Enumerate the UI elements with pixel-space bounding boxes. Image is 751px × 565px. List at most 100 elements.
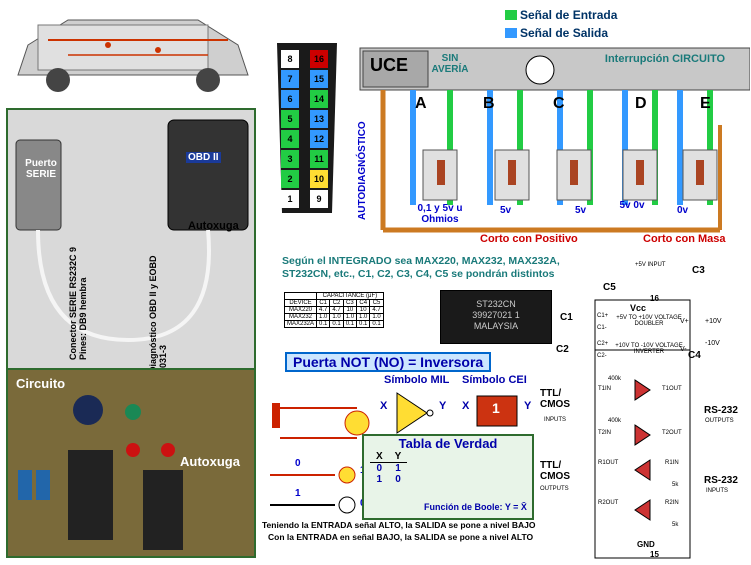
cap-cell: MAX232A — [283, 320, 318, 328]
val-a: 0,1 y 5v u Ohmios — [417, 203, 463, 225]
obd-label: OBD II — [186, 152, 221, 163]
switch-zero: 0 — [295, 458, 301, 469]
puerto-serie-label: Puerto SERIE — [25, 158, 57, 180]
t2in-label: T2IN — [598, 430, 612, 436]
ttl-out-label: TTL/ CMOS — [540, 460, 570, 482]
pcb-illustration — [8, 370, 254, 556]
t1in-label: T1IN — [598, 386, 612, 392]
cei-label: Símbolo CEI — [462, 374, 527, 386]
r2out-label: R2OUT — [598, 500, 619, 506]
truth-cell: 0 — [376, 463, 383, 474]
pcb-photo: Circuito Autoxuga — [6, 368, 256, 558]
cap-cell: 10 — [356, 306, 371, 314]
t1out-label: T1OUT — [662, 386, 682, 392]
obd-pin-11: 11 — [310, 150, 328, 168]
not-symbols: X Y X 1 Y — [262, 378, 552, 458]
circuit-e: E — [700, 95, 711, 112]
circuit-c: C — [553, 95, 565, 112]
obd-pin-15: 15 — [310, 70, 328, 88]
rs232-out-label: RS-232 — [704, 405, 738, 416]
c1m-label: C1- — [597, 325, 607, 331]
uce-diagram: UCE SIN AVERÍA Interrupción CIRCUITO AUT… — [345, 15, 751, 255]
obd-pin-3: 3 — [281, 150, 299, 168]
cap-cell: 4.7 — [369, 306, 384, 314]
ttl-in-label: TTL/ CMOS — [540, 388, 570, 410]
cap-title: CAPACITANCE (μF) — [316, 292, 384, 300]
uce-title: UCE — [370, 55, 409, 75]
salida-swatch — [505, 28, 517, 38]
obd-pin-7: 7 — [281, 70, 299, 88]
corto-masa-label: Corto con Masa — [643, 233, 726, 245]
cap-header: C5 — [369, 299, 384, 307]
switch-one: 1 — [295, 488, 301, 499]
autoxuga-pcb-label: Autoxuga — [180, 454, 240, 469]
rs232-in-label: RS-232 — [704, 475, 738, 486]
not-drawings — [272, 392, 518, 439]
obd-pin-1: 1 — [281, 190, 299, 208]
obd-pin-2: 2 — [281, 170, 299, 188]
schematic-drawing — [594, 299, 691, 559]
cei-x: X — [462, 400, 470, 412]
truth-header: X — [370, 451, 389, 463]
pin15-label: 15 — [650, 550, 659, 559]
autoxuga-label: Autoxuga — [188, 220, 239, 232]
rs232-out-sub: OUTPUTS — [705, 418, 734, 424]
cap-cell: MAX220 — [283, 306, 318, 314]
r5k-a: 5k — [672, 482, 679, 488]
rs232-in-sub: INPUTS — [706, 488, 729, 494]
obd-pin-5: 5 — [281, 110, 299, 128]
cei-y: Y — [524, 400, 532, 412]
c3-label: C3 — [692, 265, 705, 276]
cap-cell: 0.1 — [342, 320, 358, 328]
circuit-a: A — [415, 95, 427, 112]
footer-line-1: Teniendo la ENTRADA señal ALTO, la SALID… — [262, 520, 536, 530]
inverter-label: +10V TO -10V VOLTAGE INVERTER — [615, 343, 683, 355]
entrada-label: Señal de Entrada — [520, 8, 618, 22]
cap-cell: 1.0 — [342, 313, 358, 321]
cap-cell: 1.0 — [356, 313, 371, 321]
footer-line-2: Con la ENTRADA en señal BAJO, la SALIDA … — [268, 532, 534, 542]
val-c: 5v — [575, 205, 587, 216]
chip-line-1: ST232CN — [476, 299, 516, 309]
integrado-text: Según el INTEGRADO sea MAX220, MAX232, M… — [282, 255, 560, 280]
cap-cell: 0.1 — [369, 320, 384, 328]
truth-cell: 1 — [376, 474, 383, 485]
cap-cell: 0.1 — [356, 320, 371, 328]
circuito-label: Circuito — [16, 376, 66, 391]
doubler-label: +5V TO +10V VOLTAGE DOUBLER — [616, 315, 682, 327]
obd-pin-10: 10 — [310, 170, 328, 188]
truth-header: Y — [388, 451, 408, 463]
not-gate-title: Puerta NOT (NO) = Inversora — [285, 352, 492, 372]
cap-cell: 0.1 — [329, 320, 344, 328]
cap-cell: 10 — [342, 306, 358, 314]
cap-cell: 1.0 — [329, 313, 344, 321]
cap-header: C1 — [316, 299, 331, 307]
legend: Señal de Entrada Señal de Salida — [505, 8, 617, 40]
uce-wiring — [359, 47, 751, 233]
cable-photo: Puerto SERIE OBD II Autoxuga Conector SE… — [6, 108, 256, 415]
r400k-a: 400k — [608, 376, 622, 382]
switch-drawings — [270, 466, 356, 514]
c4-label: C4 — [688, 350, 701, 361]
val-d: 5v 0v — [619, 200, 645, 211]
mil-x: X — [380, 400, 388, 412]
autodiagnostico-label: AUTODIAGNÓSTICO — [357, 121, 368, 220]
c2m-label: C2- — [597, 353, 607, 359]
obd-pin-4: 4 — [281, 130, 299, 148]
obd-pin-16: 16 — [310, 50, 328, 68]
v-plus-label: V+ — [680, 318, 689, 325]
cap-cell: 4.7 — [316, 306, 331, 314]
chip-line-2: 39927021 1 — [472, 310, 520, 320]
c1-label: C1 — [560, 312, 573, 323]
c2-label: C2 — [556, 344, 569, 355]
r400k-b: 400k — [608, 418, 622, 424]
cap-header: C4 — [356, 299, 371, 307]
